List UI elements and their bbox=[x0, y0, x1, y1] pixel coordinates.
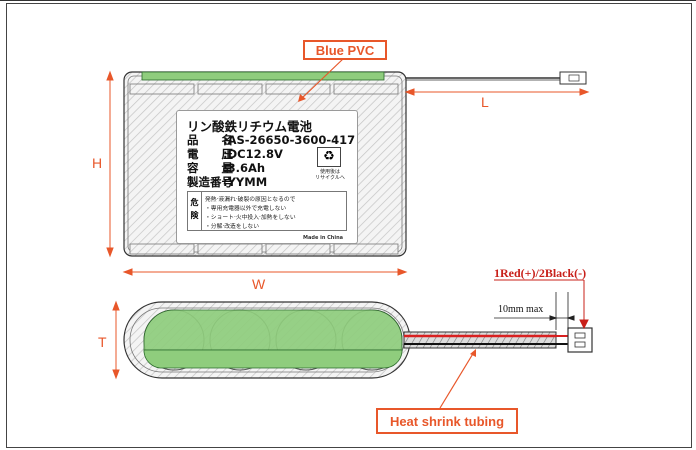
shrink-leader bbox=[439, 351, 475, 409]
dim-W-label: W bbox=[252, 276, 266, 292]
warning-line: 発熱·液漏れ·破裂の原因となるので bbox=[205, 197, 296, 203]
label-row-voltage: 電 圧:DC12.8V bbox=[187, 146, 283, 162]
dim-W bbox=[122, 268, 408, 276]
dim-T bbox=[112, 300, 120, 380]
lead-spec-leader bbox=[494, 279, 589, 330]
pvc-strip bbox=[141, 71, 385, 81]
warning-line: ・専用充電器以外で充電しない bbox=[205, 206, 287, 212]
label-key: 製造番号 bbox=[187, 175, 233, 189]
strip-length-text: 10mm max bbox=[498, 304, 544, 315]
recycle-icon: ♻ bbox=[317, 147, 341, 167]
lead-spec-text: 1Red(+)/2Black(-) bbox=[494, 266, 587, 280]
top-border bbox=[0, 0, 696, 1]
heat-shrink-callout: Heat shrink tubing bbox=[376, 408, 518, 434]
label-value: :YYMM bbox=[223, 175, 268, 189]
dim-L bbox=[404, 88, 590, 96]
warning-box: 危 険 発熱·液漏れ·破裂の原因となるので ・専用充電器以外で充電しない ・ショ… bbox=[187, 191, 347, 231]
made-in-text: Made in China bbox=[303, 235, 343, 241]
label-value: :AS-26650-3600-417 bbox=[223, 133, 356, 147]
warning-line: ・分解·改造をしない bbox=[205, 224, 260, 230]
pvc-leader bbox=[299, 57, 345, 101]
label-value: :DC12.8V bbox=[223, 147, 283, 161]
label-key: 容 量 bbox=[187, 161, 233, 175]
label-value: :3.6Ah bbox=[223, 161, 266, 175]
recycle-text: 使用後は リサイクルへ bbox=[315, 169, 345, 181]
dim-L-label: L bbox=[481, 94, 489, 110]
product-label: リン酸鉄リチウム電池 品 名:AS-26650-3600-417 電 圧:DC1… bbox=[176, 110, 358, 244]
label-key: 品 名 bbox=[187, 133, 233, 147]
label-row-serial: 製造番号:YYMM bbox=[187, 174, 267, 190]
label-title: リン酸鉄リチウム電池 bbox=[187, 119, 313, 134]
shrink-tube-wire bbox=[403, 331, 557, 349]
dim-T-label: T bbox=[98, 334, 107, 350]
dim-H bbox=[106, 70, 114, 258]
dim-10mm bbox=[494, 292, 575, 330]
label-key: 電 圧 bbox=[187, 147, 233, 161]
pack-side-view bbox=[123, 301, 593, 379]
label-row-capacity: 容 量:3.6Ah bbox=[187, 160, 265, 176]
label-row-name: 品 名:AS-26650-3600-417 bbox=[187, 132, 355, 148]
connector-side bbox=[567, 327, 593, 353]
dim-H-label: H bbox=[92, 155, 103, 171]
drawing-frame bbox=[6, 3, 692, 448]
warning-head: 危 険 bbox=[188, 192, 202, 230]
connector-top bbox=[559, 71, 587, 85]
blue-pvc-callout: Blue PVC bbox=[303, 40, 387, 60]
warning-line: ・ショート·火中投入·加熱をしない bbox=[205, 215, 296, 221]
